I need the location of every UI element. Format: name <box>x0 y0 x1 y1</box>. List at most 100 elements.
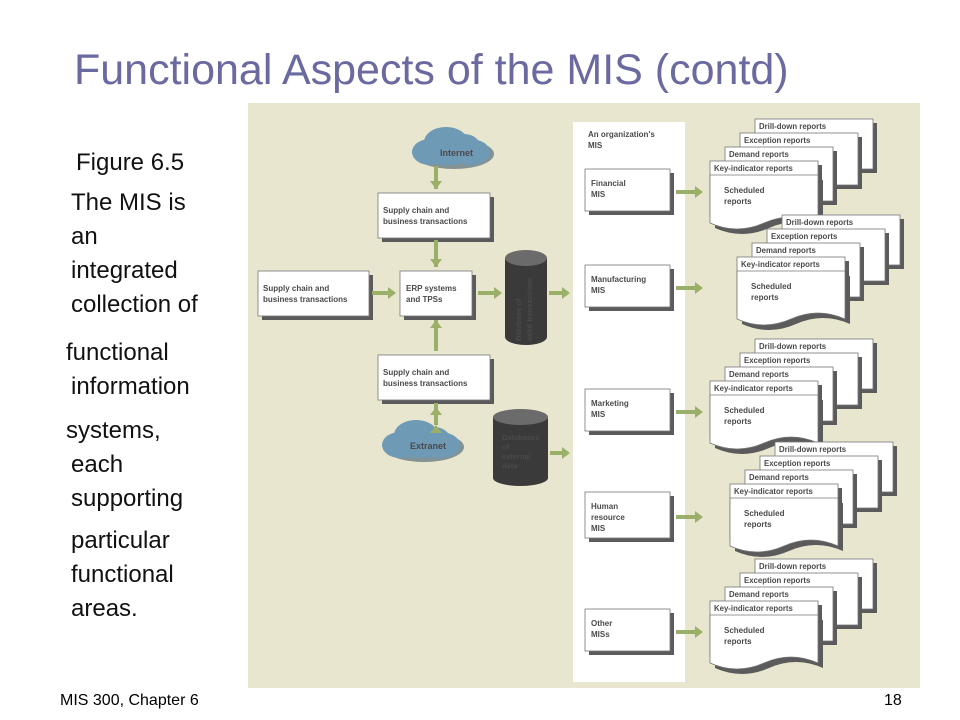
report-label-5-3: Key-indicator reports <box>714 604 794 613</box>
mis-label-3: Marketing <box>591 399 629 408</box>
erp-label: ERP systems <box>406 284 457 293</box>
supply-chain-bottom-label: business transactions <box>383 379 468 388</box>
internet-cloud-puff <box>420 143 480 165</box>
arrow-extranet-to-supply <box>434 407 438 425</box>
scheduled-report-4 <box>729 497 839 553</box>
arrow-mis-4-to-reports-head <box>695 511 703 523</box>
mis-label-3: MIS <box>591 410 606 419</box>
scheduled-report-label-1: reports <box>724 197 752 206</box>
body-line-5: functional <box>66 339 169 366</box>
supply-chain-top-label: business transactions <box>383 217 468 226</box>
mis-column-title: MIS <box>588 141 603 150</box>
scheduled-report-label-4: Scheduled <box>744 509 785 518</box>
arrow-internet-to-supply-head <box>430 181 442 189</box>
extranet-cloud-puff <box>390 436 450 458</box>
mis-label-1: MIS <box>591 190 606 199</box>
arrow-extranet-to-supply-head <box>430 407 442 415</box>
arrow-mis-5-to-reports <box>676 630 696 634</box>
scheduled-report-label-2: Scheduled <box>751 282 792 291</box>
body-line-11: functional <box>71 561 174 588</box>
report-label-1-3: Key-indicator reports <box>714 164 794 173</box>
arrow-mis-2-to-reports-head <box>695 282 703 294</box>
arrow-supply-bottom-to-erp-head <box>430 320 442 328</box>
footer-page-number: 18 <box>884 692 902 709</box>
mis-label-2: MIS <box>591 286 606 295</box>
arrow-supply-bottom-to-extranet-head <box>430 425 442 433</box>
report-label-2-2: Demand reports <box>756 246 816 255</box>
figure-label: Figure 6.5 <box>76 149 185 176</box>
arrow-mis-1-to-reports <box>676 190 696 194</box>
external-db-label: Databases <box>502 433 540 442</box>
report-label-3-3: Key-indicator reports <box>714 384 794 393</box>
arrow-mis-3-to-reports <box>676 410 696 414</box>
mis-label-4: Human <box>591 502 618 511</box>
arrow-mis-5-to-reports-head <box>695 626 703 638</box>
valid-transactions-db-bottom <box>505 329 547 345</box>
arrow-supply-left-to-erp-head <box>388 287 396 299</box>
arrow-mis-2-to-reports <box>676 286 696 290</box>
mis-box-3 <box>584 388 671 432</box>
body-line-1: The MIS is <box>71 189 186 216</box>
extranet-cloud <box>382 420 464 462</box>
external-db-label: data <box>502 462 518 471</box>
erp-label: and TPSs <box>406 295 443 304</box>
scheduled-report-label-3: Scheduled <box>724 406 765 415</box>
external-data-db-bottom <box>493 470 548 486</box>
arrow-erp-to-database-head <box>494 287 502 299</box>
report-label-1-2: Demand reports <box>729 150 789 159</box>
erp-box <box>399 270 473 317</box>
arrow-internet-to-supply <box>434 166 438 189</box>
footer-chapter: MIS 300, Chapter 6 <box>60 692 199 709</box>
mis-box-1 <box>584 168 671 212</box>
arrow-supply-top-to-erp-head <box>430 259 442 267</box>
report-label-5-0: Drill-down reports <box>759 562 827 571</box>
scheduled-report-label-5: reports <box>724 637 752 646</box>
supply-chain-left-label: business transactions <box>263 295 348 304</box>
body-line-12: areas. <box>71 595 138 622</box>
report-label-2-0: Drill-down reports <box>786 218 854 227</box>
body-line-7: systems, <box>66 417 161 444</box>
report-label-4-3: Key-indicator reports <box>734 487 814 496</box>
arrow-supply-top-to-erp <box>434 240 438 267</box>
arrow-mis-4-to-reports <box>676 515 696 519</box>
arrow-mis-1-to-reports-head <box>695 186 703 198</box>
slide-title: Functional Aspects of the MIS (contd) <box>74 46 789 94</box>
valid-transactions-db <box>505 258 547 337</box>
arrow-supply-left-to-erp <box>372 291 389 295</box>
mis-label-4: MIS <box>591 524 606 533</box>
supply-chain-box-top <box>377 192 491 239</box>
internet-cloud-label: Internet <box>440 148 473 158</box>
report-label-3-0: Drill-down reports <box>759 342 827 351</box>
arrow-erp-to-database <box>478 291 495 295</box>
scheduled-report-label-2: reports <box>751 293 779 302</box>
mis-label-2: Manufacturing <box>591 275 646 284</box>
report-label-1-1: Exception reports <box>744 136 811 145</box>
scheduled-report-2 <box>736 270 846 326</box>
body-line-4: collection of <box>71 291 198 318</box>
arrow-external-db-to-mis-head <box>562 447 570 459</box>
report-label-3-1: Exception reports <box>744 356 811 365</box>
valid-transactions-db-top <box>505 250 547 266</box>
scheduled-report-label-1: Scheduled <box>724 186 765 195</box>
report-label-3-2: Demand reports <box>729 370 789 379</box>
body-line-9: supporting <box>71 485 184 512</box>
arrow-valid-db-to-mis-head <box>562 287 570 299</box>
mis-box-5 <box>584 608 671 652</box>
valid-db-label-1: Database of <box>514 298 523 341</box>
body-line-10: particular <box>71 527 170 554</box>
report-label-4-0: Drill-down reports <box>779 445 847 454</box>
external-data-db-top <box>493 409 548 425</box>
mis-label-5: MISs <box>591 630 610 639</box>
mis-box-4 <box>584 491 671 539</box>
arrow-mis-3-to-reports-head <box>695 406 703 418</box>
report-label-2-1: Exception reports <box>771 232 838 241</box>
supply-chain-left-label: Supply chain and <box>263 284 329 293</box>
arrow-external-db-to-mis <box>550 451 563 455</box>
valid-db-label-2: valid transactions <box>525 277 534 341</box>
mis-label-5: Other <box>591 619 612 628</box>
scheduled-report-3 <box>709 394 819 450</box>
external-db-label: of <box>502 443 510 452</box>
mis-label-1: Financial <box>591 179 626 188</box>
mis-label-4: resource <box>591 513 625 522</box>
